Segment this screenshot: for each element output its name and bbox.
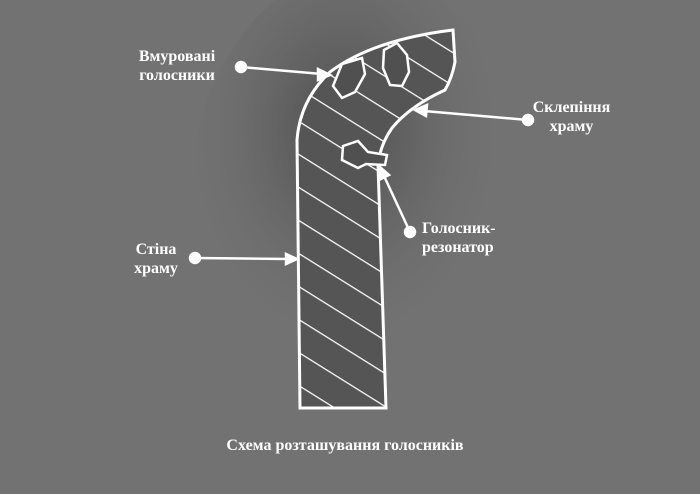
label-line: голосники xyxy=(139,67,215,84)
label-wall: Стіна храму xyxy=(128,240,184,278)
embedded-resonator-1 xyxy=(331,56,367,100)
label-line: Склепіння xyxy=(532,99,611,116)
label-line: храму xyxy=(134,260,178,277)
label-line: Вмуровані xyxy=(138,48,216,65)
label-embedded-resonators: Вмуровані голосники xyxy=(128,47,226,85)
label-resonator: Голосник- резонатор xyxy=(422,219,496,257)
pointers xyxy=(188,60,535,266)
resonator-cavities xyxy=(331,41,411,170)
label-vault: Склепіння храму xyxy=(524,98,619,136)
label-line: Стіна xyxy=(135,241,177,258)
label-line: Голосник- xyxy=(422,220,496,237)
label-line: храму xyxy=(549,118,594,135)
embedded-resonator-2 xyxy=(381,41,411,88)
resonator-cavity xyxy=(340,139,389,170)
label-line: резонатор xyxy=(422,239,494,256)
caption: Схема розташування голосників xyxy=(226,437,464,454)
